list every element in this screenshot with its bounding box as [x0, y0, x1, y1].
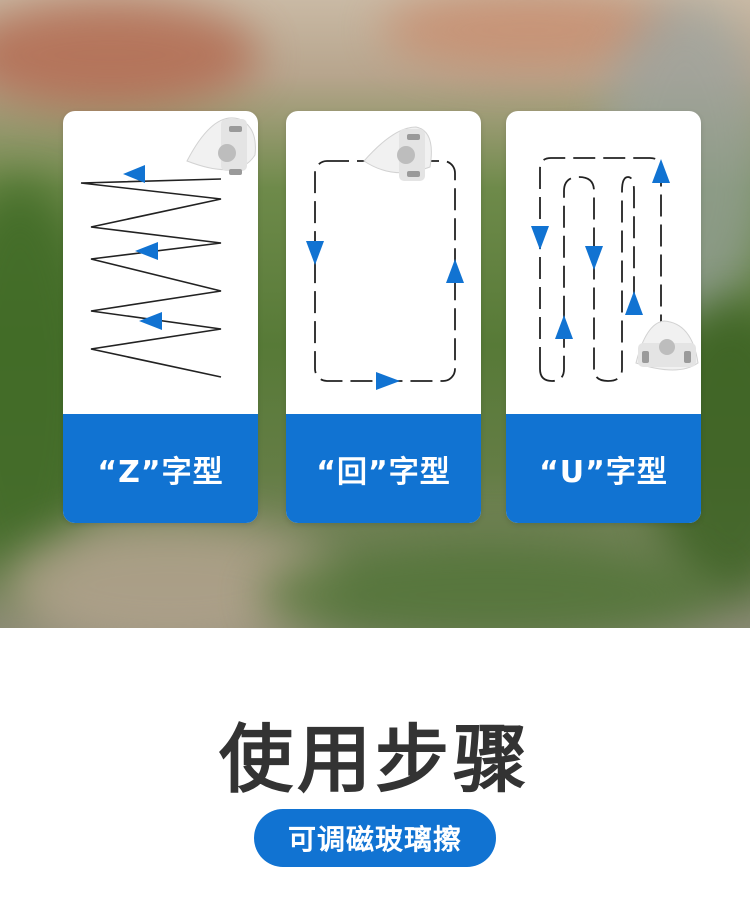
- u-pattern-label-band: “U”字型: [506, 414, 701, 523]
- z-pattern-card: “Z”字型: [63, 111, 258, 523]
- arrow-up-icon: [652, 159, 670, 183]
- arrow-up-icon: [625, 291, 643, 315]
- window-cleaner-device-icon: [363, 126, 432, 181]
- square-pattern-illustration: [286, 111, 481, 414]
- arrow-left-icon: [135, 242, 158, 260]
- arrow-down-icon: [306, 241, 324, 265]
- arrow-down-icon: [531, 226, 549, 250]
- u-pattern-card: “U”字型: [506, 111, 701, 523]
- z-pattern-label-band: “Z”字型: [63, 414, 258, 523]
- square-pattern-label-band: “回”字型: [286, 414, 481, 523]
- arrow-left-icon: [139, 312, 162, 330]
- window-cleaner-device-icon: [635, 320, 699, 371]
- u-pattern-illustration: [506, 111, 701, 414]
- window-cleaner-device-icon: [186, 117, 256, 175]
- arrow-left-icon: [123, 165, 145, 183]
- arrow-down-icon: [585, 246, 603, 270]
- product-badge: 可调磁玻璃擦: [254, 809, 496, 867]
- page-title: 使用步骤: [219, 717, 531, 803]
- u-pattern-label: “U”字型: [539, 454, 668, 490]
- arrow-up-icon: [446, 259, 464, 283]
- square-pattern-card: “回”字型: [286, 111, 481, 523]
- square-pattern-label: “回”字型: [316, 454, 451, 490]
- z-pattern-illustration: [63, 111, 258, 414]
- arrow-right-icon: [376, 372, 400, 390]
- z-pattern-label: “Z”字型: [97, 454, 224, 490]
- arrow-up-icon: [555, 315, 573, 339]
